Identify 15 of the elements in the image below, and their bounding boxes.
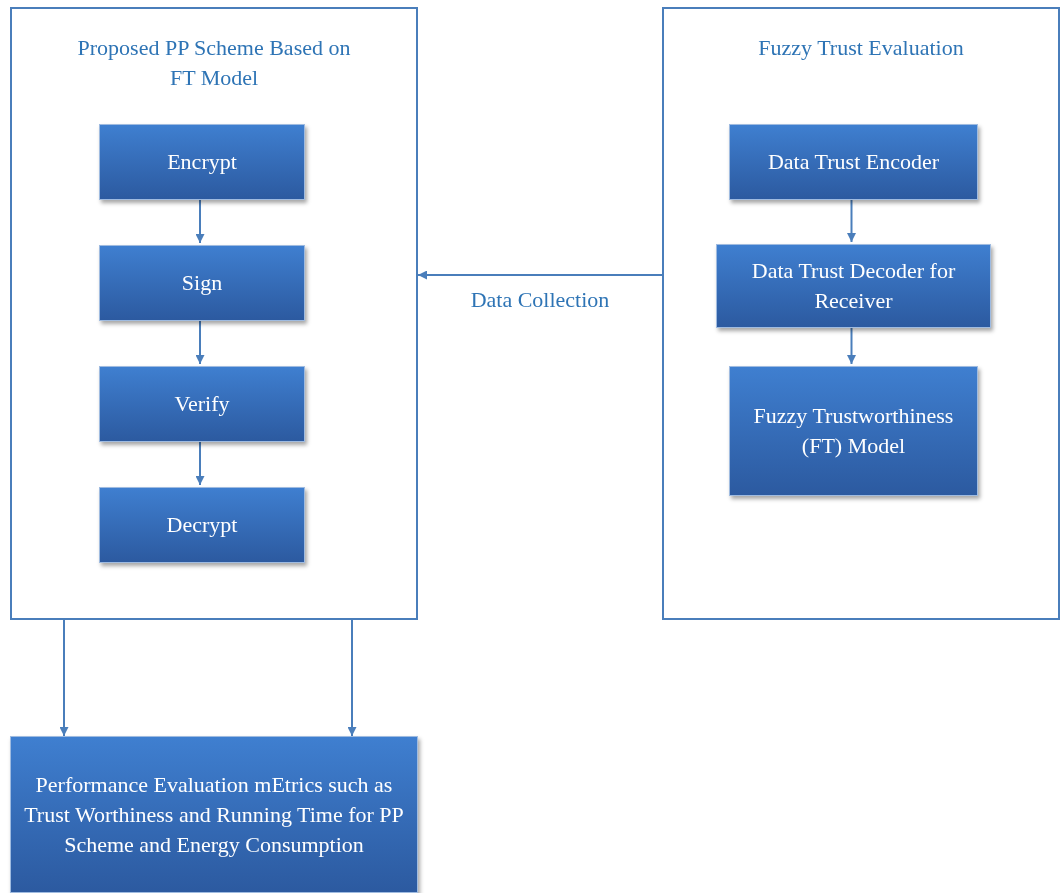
process-box: Performance Evaluation mEtrics such as Trust Worthiness and Running Time for PP Scheme and Energy Consumption — [10, 736, 418, 893]
process-box: Fuzzy Trustworthiness (FT) Model — [729, 366, 978, 496]
group-title: Proposed PP Scheme Based on FT Model — [76, 34, 352, 92]
arrow — [347, 619, 357, 737]
process-box: Decrypt — [99, 487, 305, 563]
arrow — [417, 270, 663, 280]
group-frame — [662, 7, 1060, 620]
group-frame — [10, 7, 418, 620]
process-box: Data Trust Encoder — [729, 124, 978, 200]
process-box: Encrypt — [99, 124, 305, 200]
arrow — [59, 619, 69, 737]
process-box: Data Trust Decoder for Receiver — [716, 244, 991, 328]
process-box: Sign — [99, 245, 305, 321]
process-box: Verify — [99, 366, 305, 442]
group-title: Fuzzy Trust Evaluation — [757, 34, 965, 62]
